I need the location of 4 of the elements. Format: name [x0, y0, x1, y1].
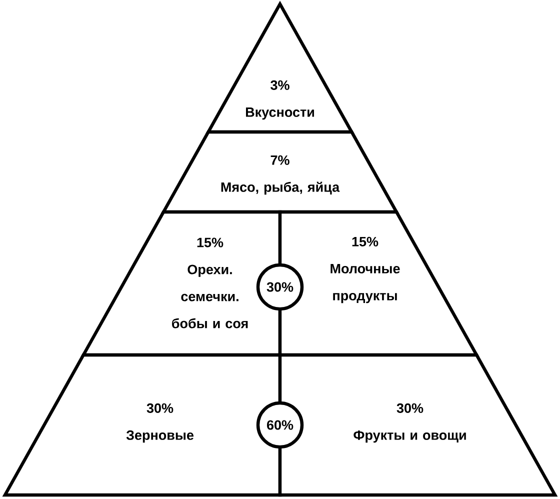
node-label: Фрукты и овощи — [354, 430, 466, 443]
node-label: Зерновые — [126, 430, 194, 443]
node-label: 30% — [396, 403, 424, 413]
node-label: 30% — [146, 403, 174, 413]
